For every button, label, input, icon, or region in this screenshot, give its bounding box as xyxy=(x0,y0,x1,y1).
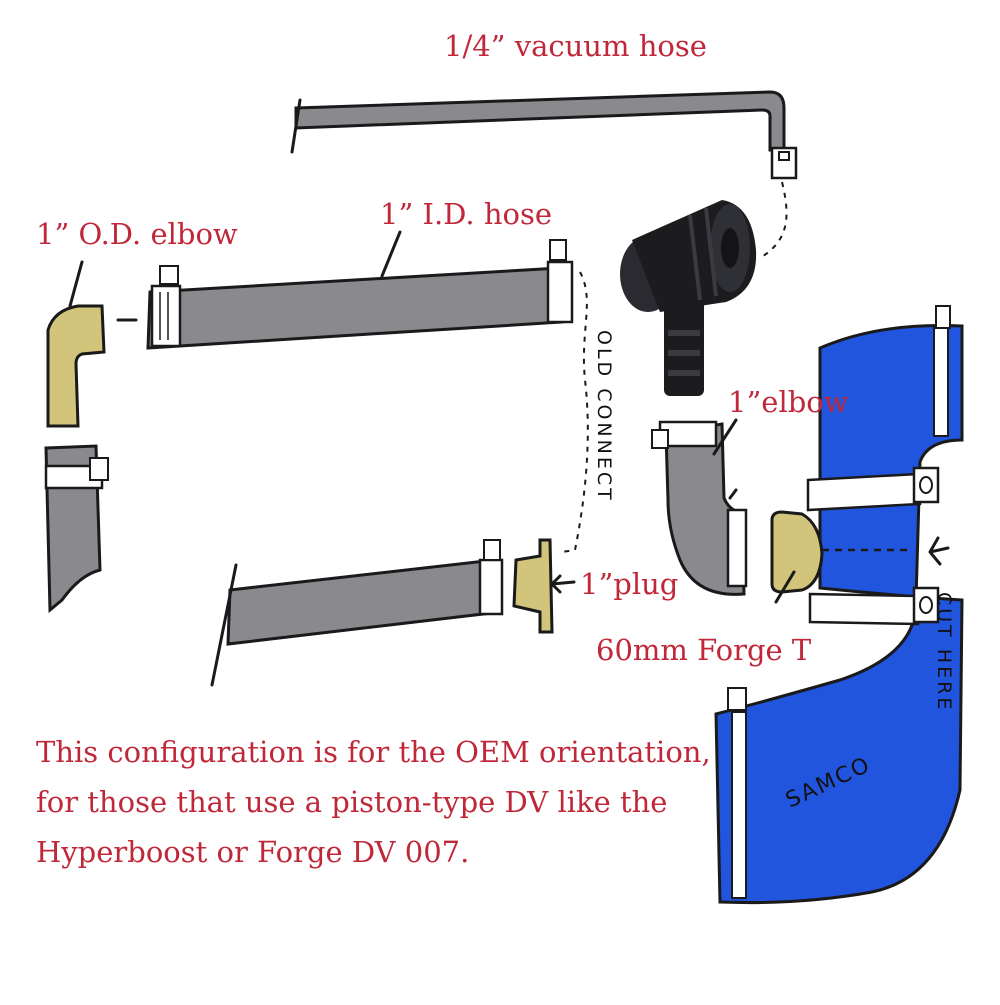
plug-label: 1”plug xyxy=(580,567,678,601)
vacuum-dashed-line xyxy=(759,181,788,259)
od-elbow xyxy=(46,304,106,428)
forge-t xyxy=(770,510,824,594)
lower-hose xyxy=(210,539,504,687)
id-hose-leader xyxy=(380,230,402,278)
samco-hose: SAMCO xyxy=(714,305,964,905)
id-hose-label: 1” I.D. hose xyxy=(380,197,552,231)
vacuum-hose xyxy=(290,90,798,180)
plug-arrow xyxy=(550,574,576,594)
elbow-leader xyxy=(712,418,738,456)
forge-t-leader xyxy=(774,570,796,604)
cut-here-label: CUT HERE xyxy=(933,592,955,712)
old-connect-dashed-line xyxy=(561,271,589,553)
diverter-valve xyxy=(620,200,757,396)
left-short-hose xyxy=(44,444,109,614)
cut-here-arrow xyxy=(928,536,950,566)
plug xyxy=(512,538,554,634)
caption-line-1: This configuration is for the OEM orient… xyxy=(36,735,711,769)
vacuum-hose-label: 1/4” vacuum hose xyxy=(444,29,707,63)
od-elbow-label: 1” O.D. elbow xyxy=(36,217,238,251)
od-elbow-leader xyxy=(68,260,84,308)
elbow-label: 1”elbow xyxy=(728,385,849,419)
old-connect-label: OLD CONNECT xyxy=(593,330,615,503)
caption-line-2: for those that use a piston-type DV like… xyxy=(36,785,667,819)
caption-line-3: Hyperboost or Forge DV 007. xyxy=(36,835,469,869)
id-hose xyxy=(146,239,574,350)
forge-t-label: 60mm Forge T xyxy=(596,633,812,667)
right-elbow xyxy=(651,420,748,596)
